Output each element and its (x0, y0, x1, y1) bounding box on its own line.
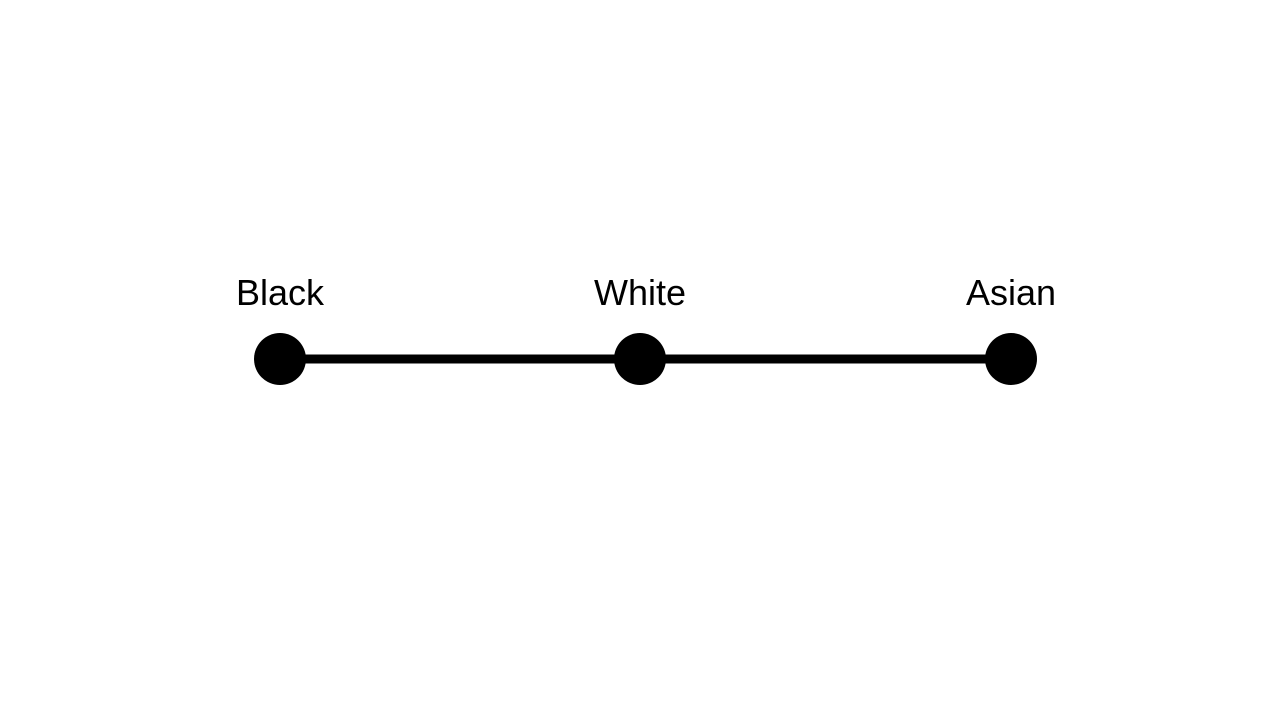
graph-node-white[interactable] (614, 333, 666, 385)
graph-node-asian[interactable] (985, 333, 1037, 385)
labels-layer: Black White Asian (236, 272, 1056, 313)
node-label-white: White (594, 272, 686, 313)
node-label-asian: Asian (966, 272, 1056, 313)
node-label-black: Black (236, 272, 325, 313)
nodes-layer (254, 333, 1037, 385)
graph-node-black[interactable] (254, 333, 306, 385)
